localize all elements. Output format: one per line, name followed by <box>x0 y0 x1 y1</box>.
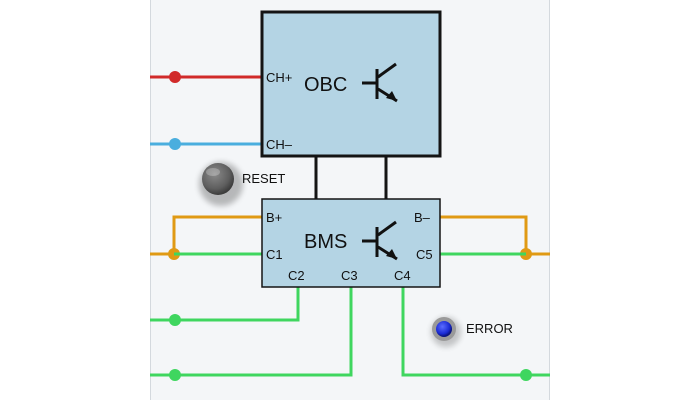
bms-pin-c4: C4 <box>394 268 411 283</box>
bms-pin-c1: C1 <box>266 247 283 262</box>
reset-label: RESET <box>242 171 285 186</box>
wire-c3-node <box>169 369 181 381</box>
wire-c2 <box>150 287 300 322</box>
npn-transistor-icon <box>362 62 398 103</box>
push-button-icon[interactable] <box>202 163 234 195</box>
bms-module: BMS B+ B– C1 C5 C2 C3 C4 <box>261 198 441 288</box>
wire-c3 <box>150 287 353 377</box>
bms-pin-c5: C5 <box>416 247 433 262</box>
bms-title: BMS <box>304 231 347 253</box>
error-led <box>431 317 461 347</box>
wire-ch-plus-node <box>169 71 181 83</box>
obc-pin-ch-minus: CH– <box>266 137 293 152</box>
npn-transistor-icon <box>362 220 398 261</box>
obc-title: OBC <box>304 74 347 96</box>
obc-pin-ch-plus: CH+ <box>266 70 292 85</box>
obc-module: OBC CH+ CH– <box>260 10 442 158</box>
bms-pin-b-plus: B+ <box>266 210 282 225</box>
wire-c2-node <box>169 314 181 326</box>
reset-button[interactable] <box>199 162 243 206</box>
wire-b-plus <box>172 215 262 254</box>
bms-pin-c2: C2 <box>288 268 305 283</box>
bms-pin-b-minus: B– <box>414 210 431 225</box>
led-indicator-icon <box>436 321 452 337</box>
wire-ch-minus-node <box>169 138 181 150</box>
wire-b-minus <box>440 215 528 254</box>
wire-c4 <box>401 287 550 377</box>
bms-pin-c3: C3 <box>341 268 358 283</box>
error-label: ERROR <box>466 321 513 336</box>
wire-c4-node <box>520 369 532 381</box>
